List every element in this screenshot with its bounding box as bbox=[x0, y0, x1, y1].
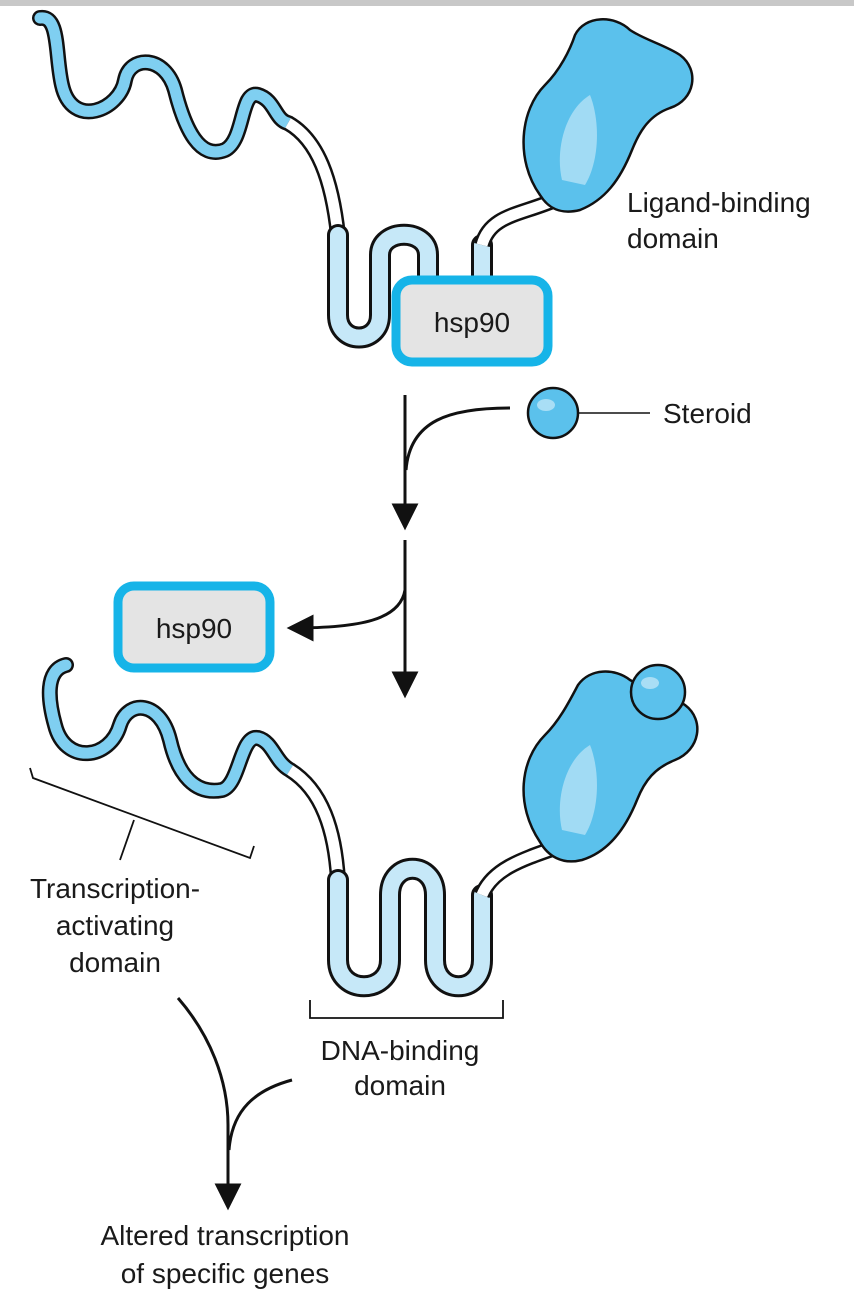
transcription-label-line3: domain bbox=[69, 947, 161, 978]
outcome-label-line1: Altered transcription bbox=[100, 1220, 349, 1251]
activating-bracket-leader bbox=[119, 819, 135, 861]
receptor-inactive: hsp90 bbox=[32, 10, 694, 367]
hsp90-released-label: hsp90 bbox=[156, 613, 232, 644]
ligand-binding-label-line1: Ligand-binding bbox=[627, 187, 811, 218]
dna-domain-bottom bbox=[327, 857, 493, 998]
outcome-label-line2: of specific genes bbox=[121, 1258, 330, 1289]
steroid-label: Steroid bbox=[663, 398, 752, 429]
activating-domain-bracket bbox=[29, 767, 255, 860]
hsp90-release-step: hsp90 bbox=[113, 540, 419, 699]
ligand-binding-label-line2: domain bbox=[627, 223, 719, 254]
hsp90-released-box bbox=[113, 581, 275, 673]
hsp90-bound-box bbox=[391, 275, 553, 367]
dna-binding-label-line2: domain bbox=[354, 1070, 446, 1101]
hsp90-release-curve bbox=[286, 589, 407, 642]
steroid-molecule bbox=[526, 386, 580, 440]
receptor-active bbox=[41, 657, 699, 998]
top-border bbox=[0, 0, 854, 6]
transcription-label-line2: activating bbox=[56, 910, 174, 941]
steroid-entry-curve bbox=[404, 406, 511, 471]
bound-steroid bbox=[629, 663, 687, 721]
activating-domain-wave-top bbox=[32, 10, 296, 160]
steroid-step: Steroid bbox=[391, 386, 752, 531]
ligand-binding-domain-top bbox=[522, 18, 694, 213]
outcome-arrow-main bbox=[176, 997, 242, 1211]
dna-domain-bracket bbox=[309, 1000, 504, 1019]
hsp90-bound-label: hsp90 bbox=[434, 307, 510, 338]
dna-binding-label-line1: DNA-binding bbox=[321, 1035, 480, 1066]
outcome-arrow-branch bbox=[227, 1078, 293, 1151]
transcription-label-line1: Transcription- bbox=[30, 873, 200, 904]
